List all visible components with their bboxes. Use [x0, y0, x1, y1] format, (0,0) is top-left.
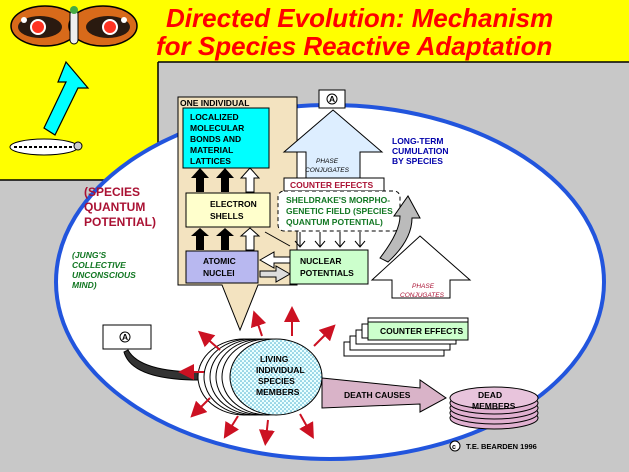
upward-arrows-1 — [191, 167, 261, 193]
field-arrows — [264, 231, 366, 248]
localized-box — [182, 107, 270, 169]
localized-label-4: MATERIAL — [190, 145, 233, 155]
localized-label-3: BONDS AND — [190, 134, 241, 144]
long-term-3: BY SPECIES — [392, 156, 443, 166]
nuclear-label-2: POTENTIALS — [300, 268, 354, 278]
dead-2: MEMBERS — [472, 401, 516, 411]
caterpillar-icon — [9, 138, 83, 156]
atomic-label-2: NUCLEI — [203, 268, 235, 278]
title-line-1: Directed Evolution: Mechanism — [166, 3, 553, 33]
death-causes-arrow — [321, 377, 447, 413]
living-members-disc — [229, 338, 323, 416]
copyright-icon — [449, 440, 461, 452]
localized-label-5: LATTICES — [190, 156, 231, 166]
counter-effects-top-label: COUNTER EFFECTS — [290, 180, 373, 190]
atomic-label-1: ATOMIC — [203, 256, 236, 266]
radiating-arrows — [178, 306, 336, 446]
sheldrake-1: SHELDRAKE'S MORPHO- — [286, 195, 390, 205]
copyright-symbol: c — [452, 444, 456, 451]
dead-1: DEAD — [478, 390, 502, 400]
jung-label-1: (JUNG'S — [72, 250, 106, 260]
living-2: INDIVIDUAL — [256, 365, 305, 375]
phase-top-1: PHASE — [316, 158, 339, 165]
living-1: LIVING — [260, 354, 289, 364]
localized-label-1: LOCALIZED — [190, 112, 239, 122]
gray-curved-arrow — [379, 195, 421, 263]
a-circle-top — [326, 93, 338, 105]
jung-label-2: COLLECTIVE — [72, 260, 126, 270]
counter-effects-right-label: COUNTER EFFECTS — [380, 326, 463, 336]
long-term-2: CUMULATION — [392, 146, 449, 156]
species-label-1: (SPECIES — [84, 185, 140, 199]
living-3: SPECIES — [258, 376, 295, 386]
counter-effects-right-box — [367, 321, 469, 341]
jung-label-3: UNCONSCIOUS — [72, 270, 136, 280]
phase-top-2: CONJUGATES — [305, 167, 350, 174]
phase-right-1: PHASE — [412, 283, 435, 290]
living-4: MEMBERS — [256, 387, 300, 397]
sheldrake-2: GENETIC FIELD (SPECIES — [286, 206, 393, 216]
jung-label-4: MIND) — [72, 280, 97, 290]
electron-shells-box — [185, 192, 271, 228]
copyright-text: T.E. BEARDEN 1996 — [466, 442, 537, 451]
species-label-3: POTENTIAL) — [84, 215, 156, 229]
electron-label-2: SHELLS — [210, 211, 244, 221]
nuclear-label-1: NUCLEAR — [300, 256, 342, 266]
one-individual-label: ONE INDIVIDUAL — [180, 98, 249, 108]
phase-conjugates-arrow — [370, 235, 472, 299]
a-label-top: A — [329, 94, 335, 104]
death-causes-label: DEATH CAUSES — [344, 390, 411, 400]
upward-arrows-2 — [191, 227, 261, 251]
localized-label-2: MOLECULAR — [190, 123, 244, 133]
electron-label-1: ELECTRON — [210, 199, 257, 209]
species-label-2: QUANTUM — [84, 200, 145, 214]
a-label-left: A — [122, 332, 128, 342]
dead-members-disc — [449, 386, 539, 410]
title-line-2: for Species Reactive Adaptation — [156, 31, 552, 61]
long-term-1: LONG-TERM — [392, 136, 443, 146]
a-circle-left — [119, 331, 131, 343]
butterfly-icon — [10, 5, 138, 47]
phase-right-2: CONJUGATES — [400, 292, 445, 299]
evolution-arrow-icon — [43, 60, 90, 136]
atomic-nuclei-box — [185, 250, 259, 284]
sheldrake-3: QUANTUM POTENTIAL) — [286, 217, 383, 227]
nuclear-potentials-box — [289, 249, 369, 285]
